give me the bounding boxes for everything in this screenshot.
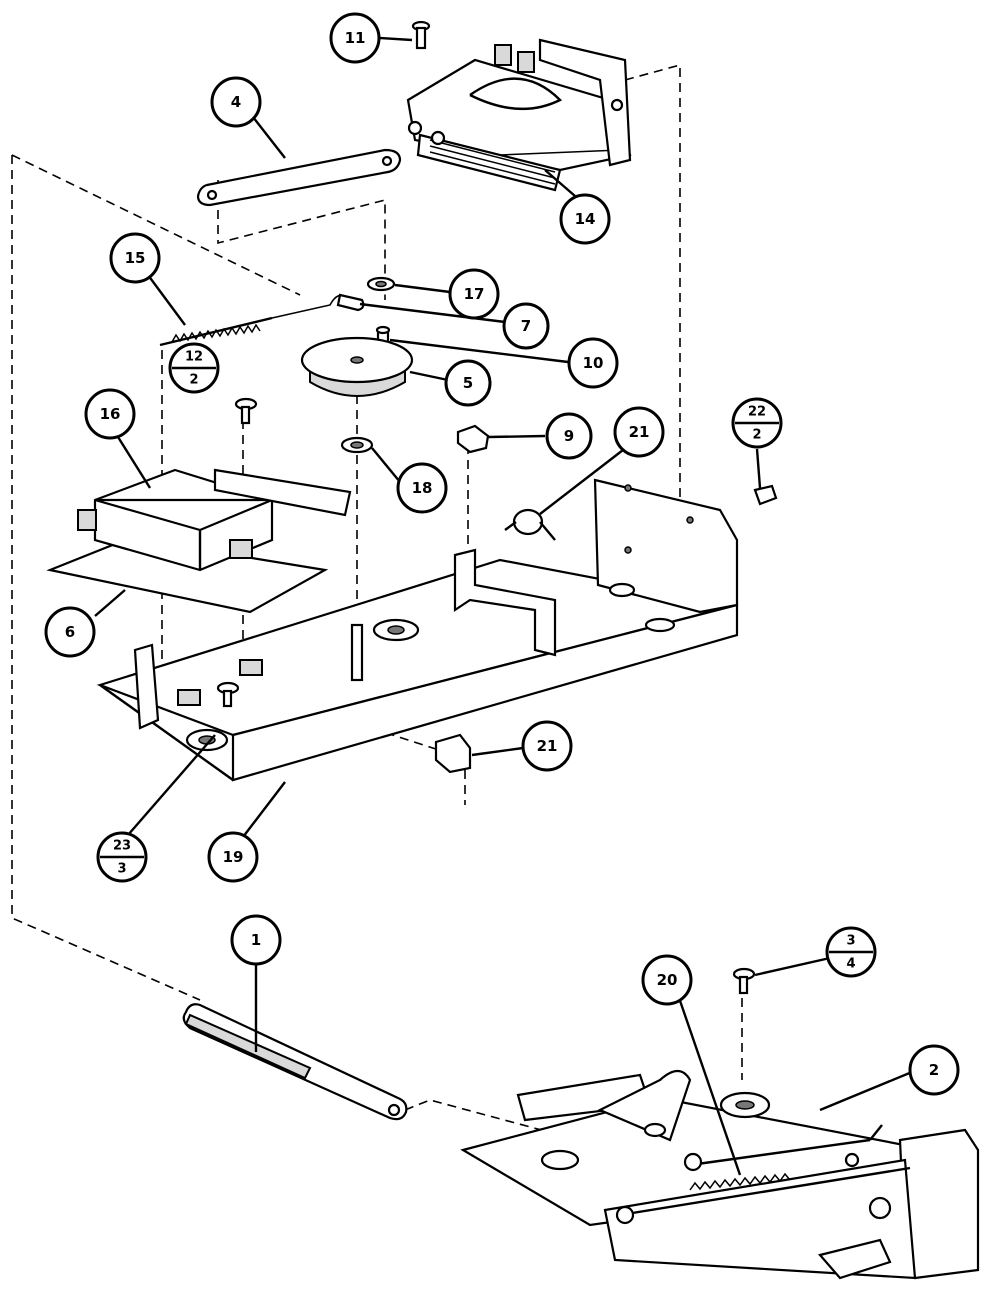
link-bar-part-4 xyxy=(196,148,402,207)
callout-4-label: 4 xyxy=(231,93,241,111)
callout-18-label: 18 xyxy=(412,479,433,497)
callout-12-2-bottom-label: 2 xyxy=(189,373,198,388)
callout-6: 6 xyxy=(44,606,96,658)
callout-23-3-bottom-label: 3 xyxy=(117,862,126,877)
link-rod-part-1 xyxy=(182,1003,408,1121)
screw-part-22 xyxy=(753,484,778,506)
callout-3-4: 3 4 xyxy=(825,926,877,978)
callout-14: 14 xyxy=(559,193,611,245)
callout-16-label: 16 xyxy=(100,405,121,423)
callout-20-label: 20 xyxy=(657,971,678,989)
block-part-9 xyxy=(456,424,490,454)
callout-5: 5 xyxy=(444,359,492,407)
plate-assembly-part-2 xyxy=(460,1069,980,1280)
callout-19-label: 19 xyxy=(223,848,244,866)
callout-2: 2 xyxy=(908,1044,960,1096)
callout-23-3: 23 3 xyxy=(96,831,148,883)
spring-part-15 xyxy=(159,294,349,347)
callout-15-label: 15 xyxy=(125,249,146,267)
callout-22-2-top-label: 22 xyxy=(748,405,766,420)
callout-7: 7 xyxy=(502,302,550,350)
callout-2-label: 2 xyxy=(929,1061,939,1079)
chassis-part-19 xyxy=(96,478,739,782)
screw-part-11 xyxy=(411,20,431,50)
callout-12-2: 12 2 xyxy=(168,342,220,394)
callout-20: 20 xyxy=(641,954,693,1006)
clip-part-21-lower xyxy=(434,733,472,774)
callout-21-upper: 21 xyxy=(613,406,665,458)
callout-21-lower: 21 xyxy=(521,720,573,772)
callout-23-3-top-label: 23 xyxy=(113,839,131,854)
leader-lines xyxy=(94,36,913,1176)
callout-6-label: 6 xyxy=(65,623,75,641)
motor-part-14 xyxy=(406,38,632,192)
callout-1-label: 1 xyxy=(251,931,261,949)
callout-9: 9 xyxy=(545,412,593,460)
callout-12-2-top-label: 12 xyxy=(185,350,203,365)
callout-3-4-top-label: 3 xyxy=(846,934,855,949)
callout-18: 18 xyxy=(396,462,448,514)
washer-part-17 xyxy=(366,276,396,292)
callout-21-upper-label: 21 xyxy=(629,423,650,441)
callout-7-label: 7 xyxy=(521,317,531,335)
callout-11: 11 xyxy=(329,12,381,64)
screw-part-23 xyxy=(216,681,240,708)
callout-19: 19 xyxy=(207,831,259,883)
callout-22-2: 22 2 xyxy=(731,397,783,449)
switch-part-16 xyxy=(46,468,352,614)
lever-part-7 xyxy=(336,293,365,312)
callout-3-4-bottom-label: 4 xyxy=(846,957,855,972)
screw-part-3 xyxy=(732,967,756,995)
callout-10-label: 10 xyxy=(583,354,604,372)
callout-16: 16 xyxy=(84,388,136,440)
callout-17-label: 17 xyxy=(464,285,485,303)
callout-14-label: 14 xyxy=(575,210,596,228)
callout-15: 15 xyxy=(109,232,161,284)
callout-9-label: 9 xyxy=(564,427,574,445)
callout-10: 10 xyxy=(567,337,619,389)
clip-part-21-upper xyxy=(504,508,556,541)
screw-part-12 xyxy=(234,397,258,425)
washer-part-18 xyxy=(340,436,374,454)
callout-21-lower-label: 21 xyxy=(537,737,558,755)
callout-1: 1 xyxy=(230,914,282,966)
callout-17: 17 xyxy=(448,268,500,320)
pulley-part-5 xyxy=(300,336,414,397)
callout-11-label: 11 xyxy=(345,29,366,47)
callout-22-2-bottom-label: 2 xyxy=(752,428,761,443)
callout-4: 4 xyxy=(210,76,262,128)
callout-5-label: 5 xyxy=(463,374,473,392)
